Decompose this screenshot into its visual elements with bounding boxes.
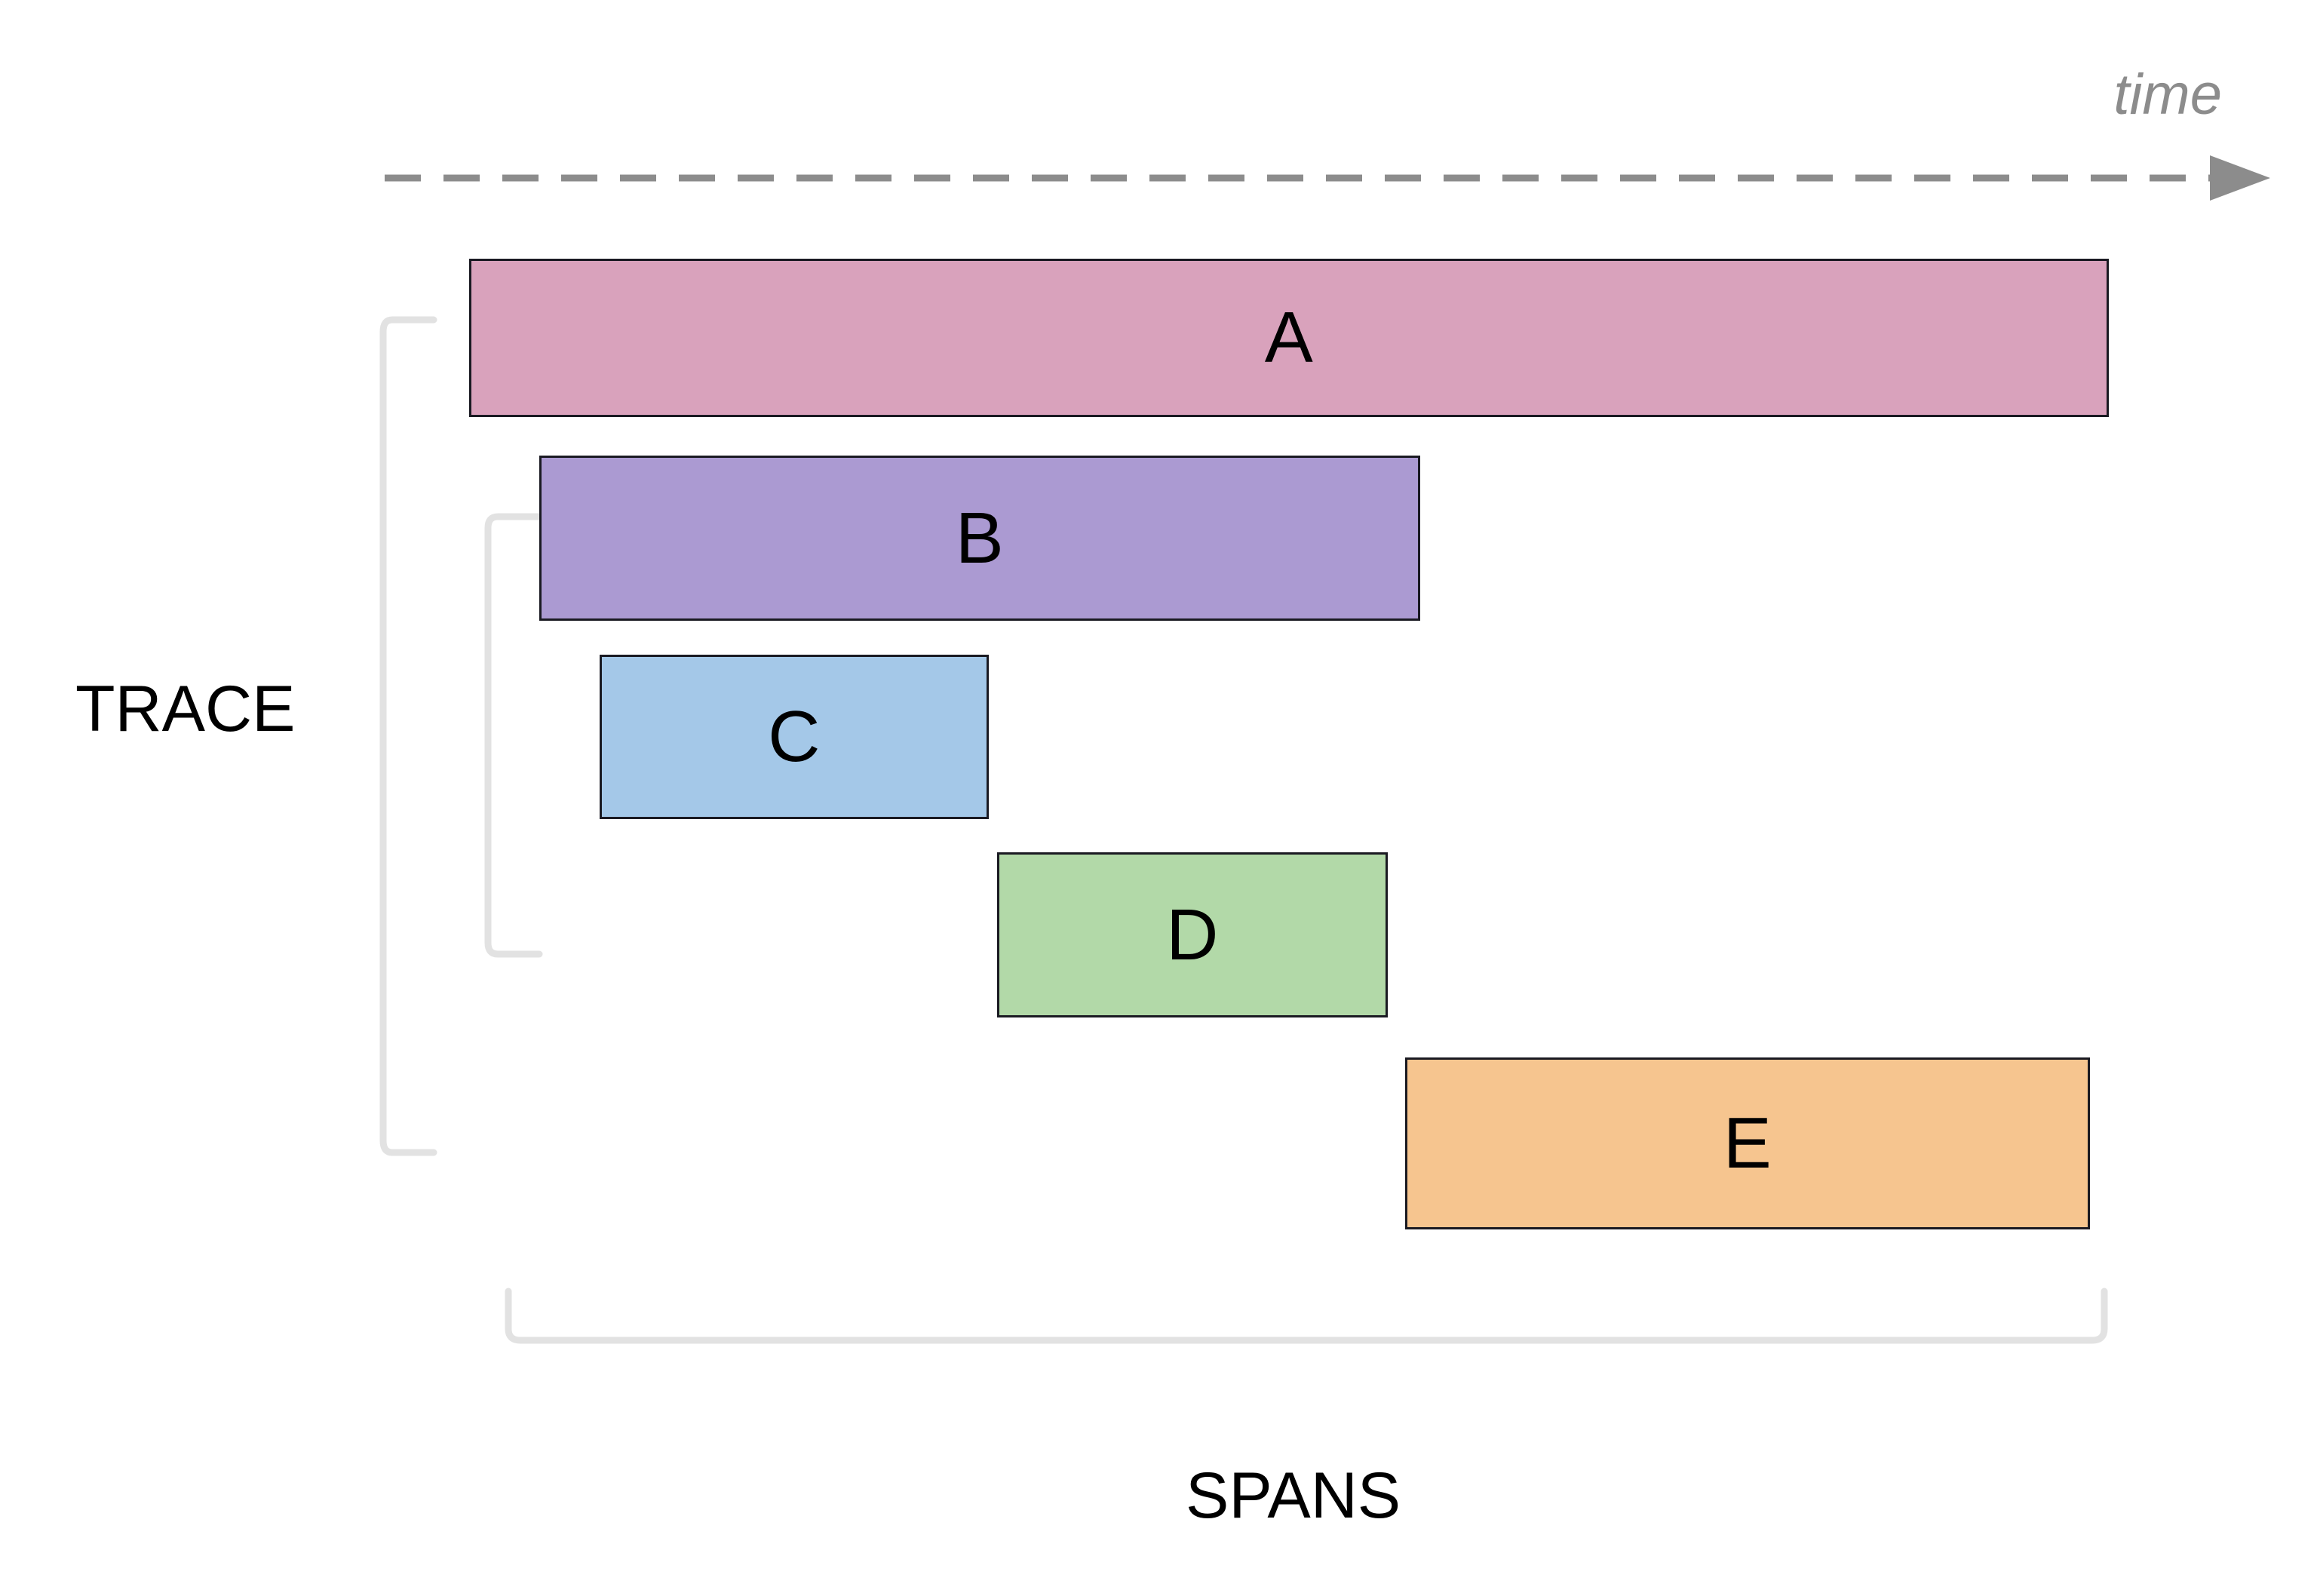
trace-label: TRACE — [75, 673, 296, 745]
time-axis-arrowhead — [2210, 155, 2270, 201]
trace-bracket — [379, 316, 437, 1156]
span-bar-e-label: E — [1723, 1103, 1772, 1183]
span-bar-e[interactable]: E — [1405, 1057, 2090, 1229]
span-bar-c[interactable]: C — [600, 655, 989, 819]
spans-bracket — [505, 1288, 2108, 1344]
spans-label: SPANS — [1186, 1459, 1401, 1532]
span-bar-b-label: B — [955, 497, 1005, 579]
span-bar-d-label: D — [1166, 894, 1219, 975]
time-axis-arrow — [385, 155, 2270, 201]
span-bar-b[interactable]: B — [539, 456, 1420, 621]
span-bar-d[interactable]: D — [997, 852, 1388, 1017]
span-bar-a-label: A — [1264, 297, 1314, 378]
time-axis-label: time — [2113, 63, 2222, 127]
span-bar-c-label: C — [768, 696, 821, 777]
subtrace-bracket — [484, 513, 543, 958]
span-bar-a[interactable]: A — [469, 259, 2109, 417]
